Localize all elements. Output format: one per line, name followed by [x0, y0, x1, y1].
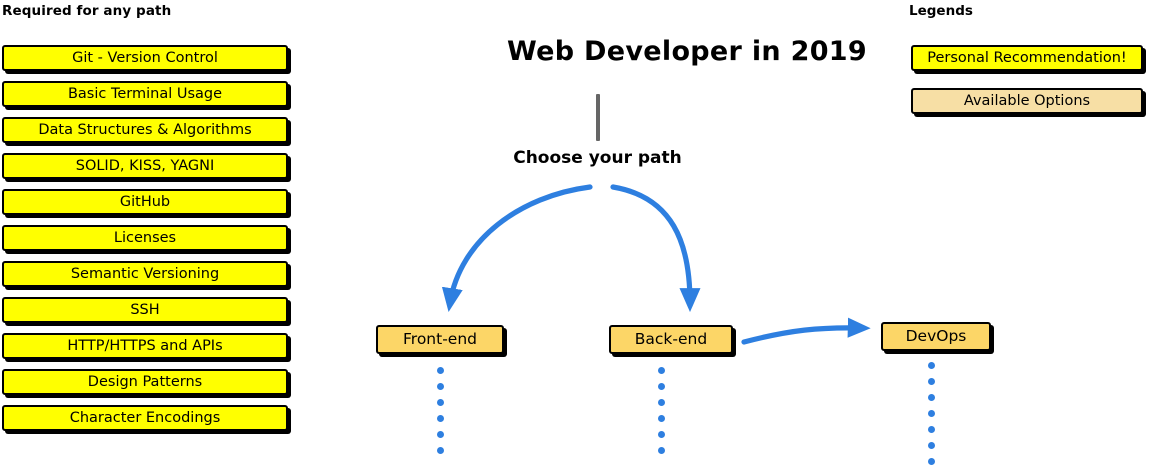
required-item-label: GitHub — [119, 193, 171, 210]
required-item-label: Basic Terminal Usage — [67, 85, 223, 102]
legend-item-label: Available Options — [963, 92, 1091, 109]
legend-item-personal-recommendation: Personal Recommendation! — [911, 45, 1143, 71]
required-item-label: Semantic Versioning — [70, 265, 220, 282]
required-item[interactable]: Character Encodings — [2, 405, 288, 431]
required-item[interactable]: Data Structures & Algorithms — [2, 117, 288, 143]
dotted-trail-frontend — [437, 367, 444, 463]
required-item[interactable]: Git - Version Control — [2, 45, 288, 71]
node-devops-label: DevOps — [905, 326, 967, 345]
dotted-trail-backend — [658, 367, 665, 463]
legend-item-available-options: Available Options — [911, 88, 1143, 114]
required-item-label: Data Structures & Algorithms — [38, 121, 252, 138]
required-item[interactable]: HTTP/HTTPS and APIs — [2, 333, 288, 359]
required-item-label: SOLID, KISS, YAGNI — [75, 157, 215, 174]
required-item[interactable]: SOLID, KISS, YAGNI — [2, 153, 288, 179]
page-title: Web Developer in 2019 — [507, 36, 867, 67]
node-back-end[interactable]: Back-end — [609, 325, 733, 354]
required-item[interactable]: Licenses — [2, 225, 288, 251]
choose-your-path-label: Choose your path — [513, 148, 682, 168]
required-item[interactable]: Semantic Versioning — [2, 261, 288, 287]
node-front-end[interactable]: Front-end — [376, 325, 504, 354]
arrow-backend-to-devops — [741, 317, 871, 345]
trunk-connector-line — [596, 94, 600, 141]
legends-heading: Legends — [909, 3, 973, 19]
required-item-label: Design Patterns — [87, 373, 203, 390]
arrow-to-frontend — [441, 184, 593, 312]
required-item-label: HTTP/HTTPS and APIs — [67, 337, 223, 354]
required-item[interactable]: Design Patterns — [2, 369, 288, 395]
required-item[interactable]: GitHub — [2, 189, 288, 215]
left-column-heading: Required for any path — [2, 3, 172, 19]
arrow-to-backend — [610, 184, 701, 313]
required-item[interactable]: Basic Terminal Usage — [2, 81, 288, 107]
required-item-label: Character Encodings — [69, 409, 221, 426]
legend-item-label: Personal Recommendation! — [927, 49, 1127, 66]
node-devops[interactable]: DevOps — [881, 322, 991, 351]
required-item[interactable]: SSH — [2, 297, 288, 323]
required-item-label: SSH — [130, 301, 160, 318]
node-front-end-label: Front-end — [403, 329, 477, 348]
required-item-label: Git - Version Control — [72, 49, 218, 66]
dotted-trail-devops — [928, 362, 935, 474]
node-back-end-label: Back-end — [634, 329, 708, 348]
required-item-label: Licenses — [113, 229, 177, 246]
